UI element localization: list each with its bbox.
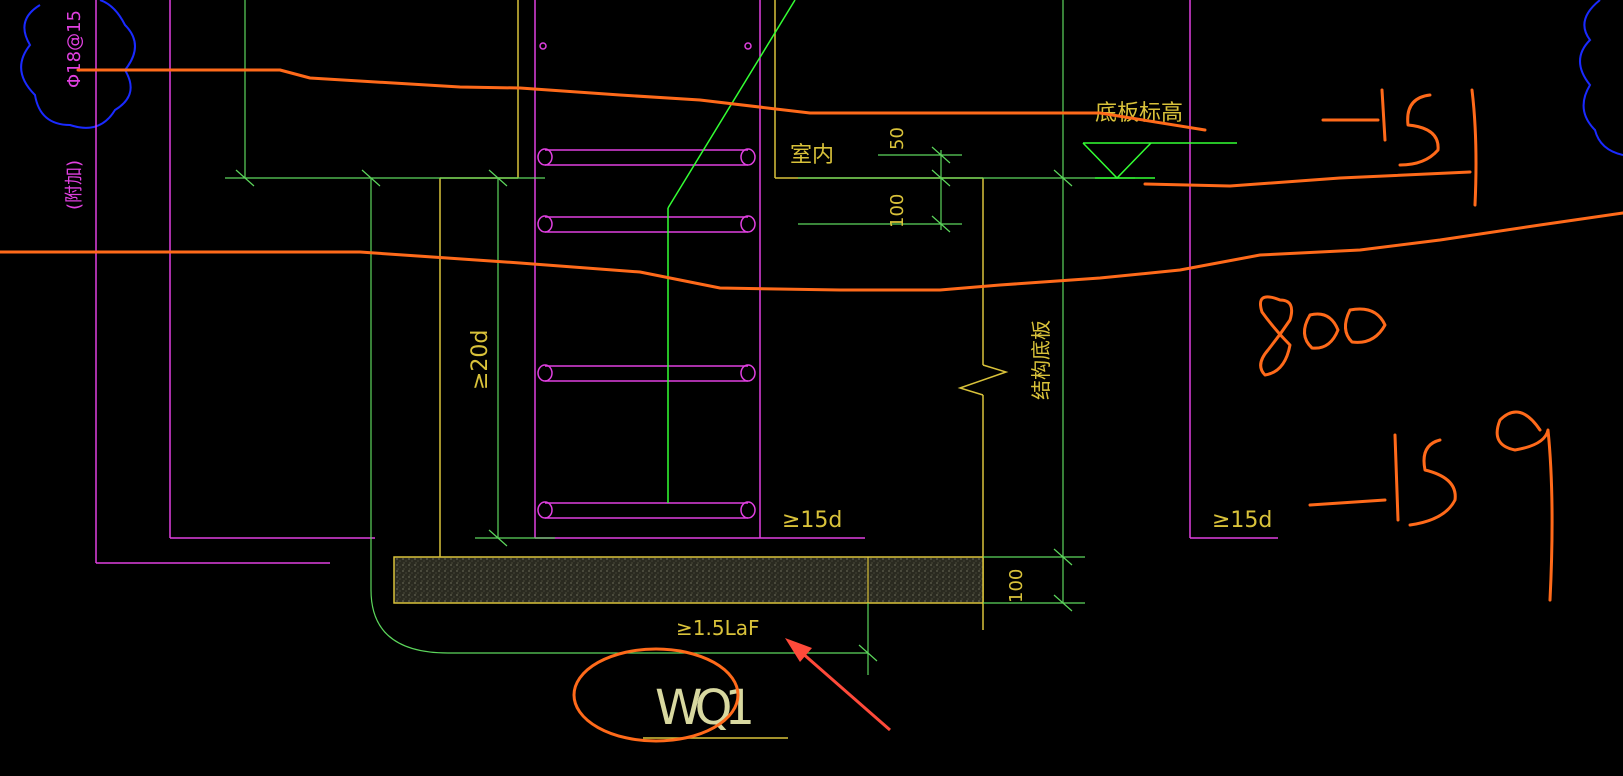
dim-100-bottom-label: 100 bbox=[1006, 569, 1027, 603]
note-left: (附加) bbox=[64, 160, 85, 210]
red-arrow bbox=[785, 638, 891, 732]
dim-50-label: 50 bbox=[887, 127, 908, 150]
elevation-marker bbox=[667, 0, 1237, 503]
anchor-20d-label: ≥20d bbox=[468, 330, 493, 390]
hand-elev-top: -1.51 bbox=[1330, 109, 1333, 111]
hand-elev-bottom: -1.59 bbox=[1320, 489, 1323, 491]
rebar-callout: Φ18@15 bbox=[64, 10, 85, 88]
anchor-15d-right-label: ≥15d bbox=[1212, 508, 1272, 533]
revision-cloud-right bbox=[1579, 0, 1623, 156]
concrete-outlines bbox=[439, 0, 1009, 630]
structural-slab-label: 结构底板 bbox=[1029, 320, 1053, 400]
dimension-lines bbox=[225, 0, 1135, 675]
blinding-layer bbox=[393, 556, 984, 604]
hand-markup bbox=[0, 68, 1623, 743]
lap-length-label: ≥1.5LaF bbox=[676, 616, 759, 640]
wall-id-label: WQ1 bbox=[655, 680, 755, 736]
interior-label: 室内 bbox=[790, 143, 834, 168]
dim-100-top-label: 100 bbox=[887, 194, 908, 228]
hand-thickness: 800 bbox=[1260, 339, 1262, 341]
anchor-15d-center-label: ≥15d bbox=[782, 508, 842, 533]
